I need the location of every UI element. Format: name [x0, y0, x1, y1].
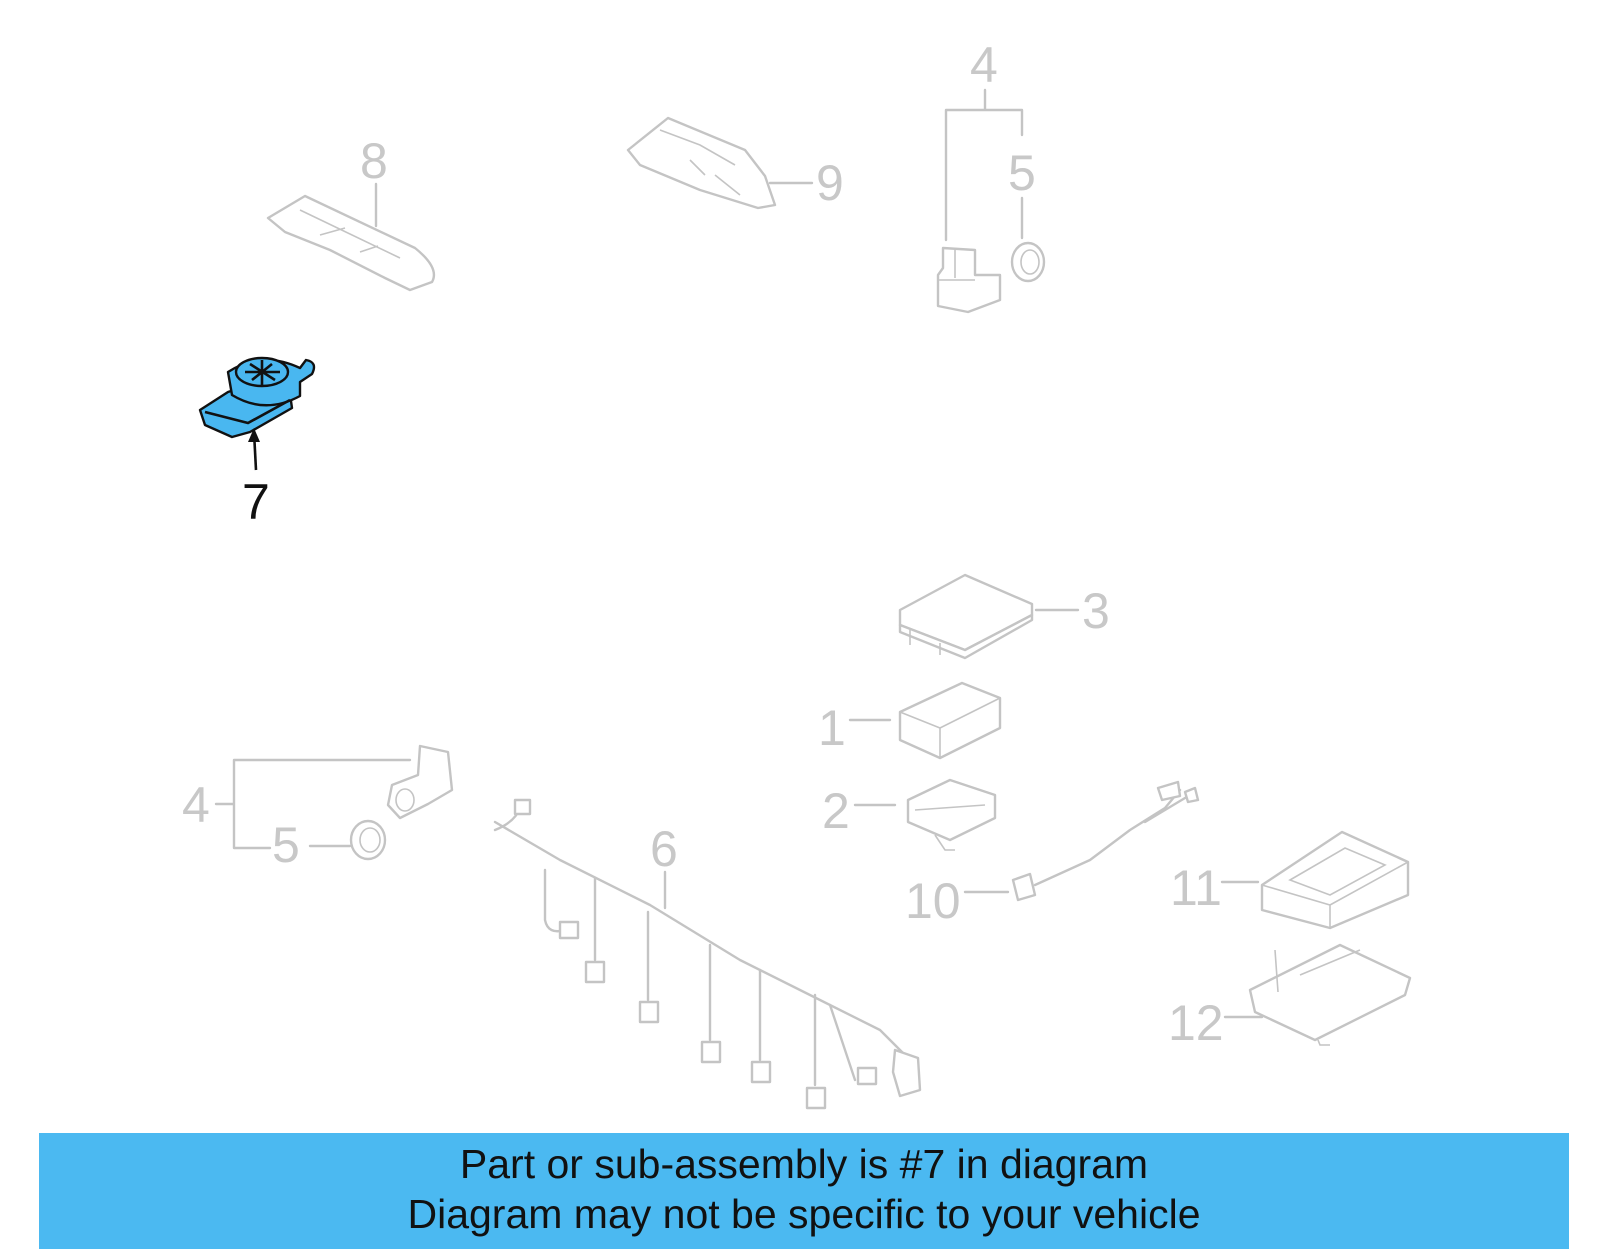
- part-5-sensor-ring-top[interactable]: [1010, 241, 1046, 283]
- part-9-handle-bracket[interactable]: [626, 116, 777, 210]
- leader-7-arrowhead: [248, 428, 260, 442]
- callout-9: 9: [816, 155, 844, 211]
- callout-7: 7: [242, 474, 270, 530]
- part-5-sensor-ring-left[interactable]: [349, 819, 387, 861]
- part-7-highlighted[interactable]: [198, 356, 316, 439]
- leader-4-left: [214, 758, 412, 850]
- callout-3: 3: [1082, 583, 1110, 639]
- callout-4-left: 4: [182, 777, 210, 833]
- part-6-wiring-harness[interactable]: [493, 798, 922, 1110]
- part-12-mounting-bracket[interactable]: [1248, 943, 1412, 1046]
- banner-line-2: Diagram may not be specific to your vehi…: [407, 1191, 1201, 1237]
- callout-5-top: 5: [1008, 145, 1036, 201]
- callout-1: 1: [818, 700, 846, 756]
- part-1-control-unit[interactable]: [898, 681, 1002, 760]
- callout-11: 11: [1170, 860, 1222, 916]
- part-3-control-module[interactable]: [898, 573, 1034, 660]
- callout-4-top: 4: [970, 37, 998, 93]
- part-4-park-sensor-left[interactable]: [386, 744, 454, 820]
- callout-5-left: 5: [272, 817, 300, 873]
- leader-4-top: [944, 88, 1024, 242]
- callout-2: 2: [822, 783, 850, 839]
- callout-6: 6: [650, 821, 678, 877]
- callout-12: 12: [1168, 995, 1224, 1051]
- info-banner: Part or sub-assembly is #7 in diagram Di…: [39, 1133, 1569, 1249]
- part-4-park-sensor-top[interactable]: [936, 246, 1002, 314]
- callout-10: 10: [905, 873, 961, 929]
- part-8-trim-strip[interactable]: [266, 194, 436, 292]
- part-2-mounting-bracket[interactable]: [906, 778, 997, 851]
- part-10-antenna-cable[interactable]: [1011, 780, 1200, 902]
- part-11-receiver-unit[interactable]: [1260, 830, 1410, 930]
- banner-line-1: Part or sub-assembly is #7 in diagram: [459, 1141, 1149, 1187]
- callout-8: 8: [360, 133, 388, 189]
